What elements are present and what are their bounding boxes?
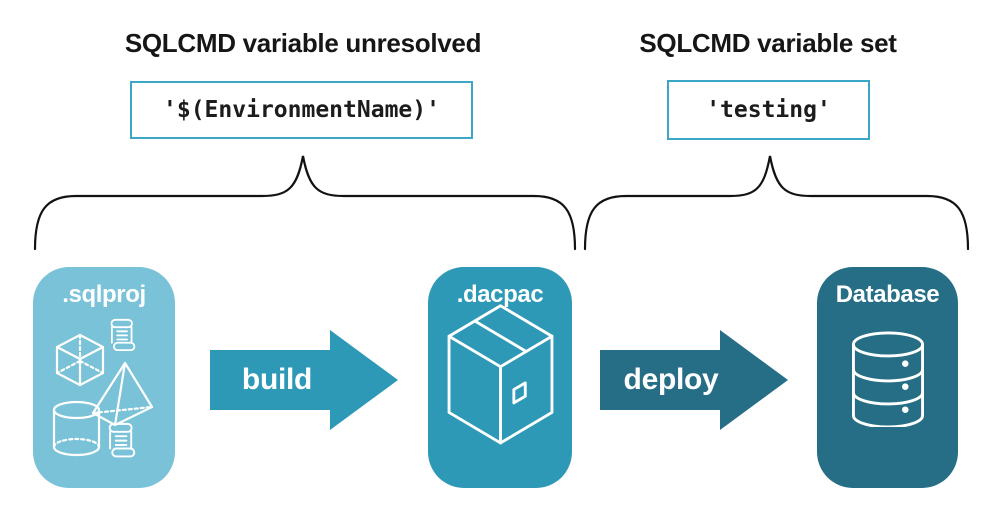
package-icon	[447, 304, 554, 445]
code-testing-value: 'testing'	[706, 97, 831, 123]
cylinder-icon	[52, 400, 101, 457]
dacpac-node: .dacpac	[428, 267, 572, 488]
dacpac-label: .dacpac	[456, 281, 544, 308]
database-icon	[852, 331, 924, 427]
pyramid-icon	[91, 361, 154, 427]
sqlproj-node: .sqlproj	[33, 267, 175, 488]
database-label: Database	[835, 281, 940, 308]
script-icon	[110, 318, 136, 352]
code-environment-name: '$(EnvironmentName)'	[163, 97, 440, 123]
brace-left	[33, 155, 577, 251]
database-node: Database	[817, 267, 958, 488]
script-icon	[108, 422, 136, 458]
code-box-unresolved: '$(EnvironmentName)'	[130, 81, 473, 139]
sql-objects-icon	[52, 318, 154, 458]
deploy-arrow-label: deploy	[623, 363, 719, 396]
heading-sqlcmd-unresolved: SQLCMD variable unresolved	[124, 28, 482, 58]
sqlproj-label: .sqlproj	[62, 281, 146, 308]
cube-icon	[55, 333, 105, 387]
heading-sqlcmd-set: SQLCMD variable set	[639, 28, 897, 58]
deploy-arrow	[600, 330, 788, 430]
build-arrow	[210, 330, 398, 430]
code-box-set: 'testing'	[667, 80, 870, 140]
build-arrow-label: build	[241, 363, 313, 396]
brace-right	[583, 155, 970, 251]
